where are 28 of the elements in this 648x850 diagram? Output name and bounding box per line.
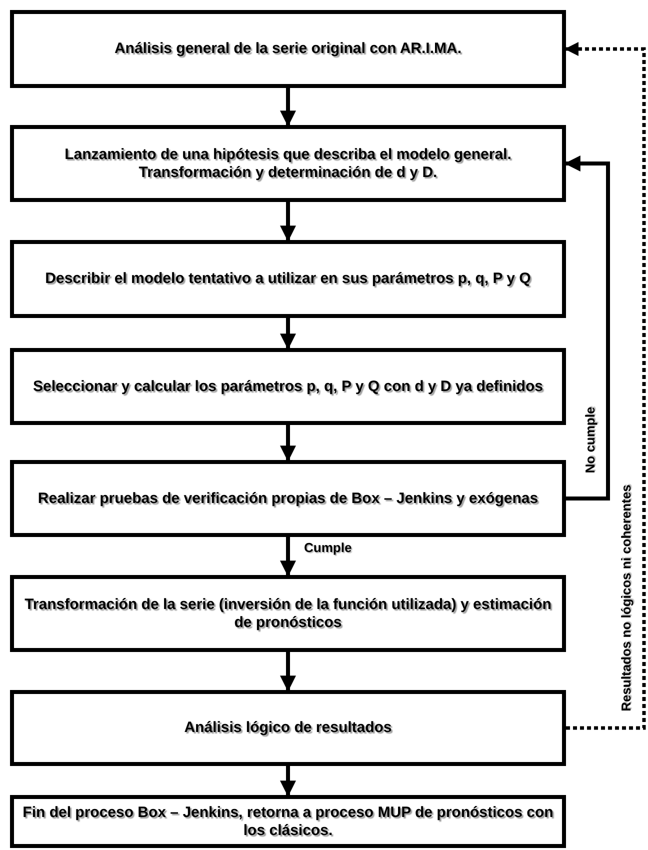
arrow xyxy=(564,156,610,500)
arrow xyxy=(280,537,296,577)
arrow xyxy=(280,88,296,127)
box-text: Análisis general de la serie original con AR.I.MA. xyxy=(114,40,462,58)
arrow xyxy=(280,202,296,242)
process-box xyxy=(10,125,566,202)
box-text: Describir el modelo tentativo a utilizar en sus parámetros p, q, P y Q xyxy=(45,270,531,288)
box-text: Realizar pruebas de verificación propias de Box – Jenkins y exógenas xyxy=(38,490,538,508)
arrow xyxy=(280,652,296,692)
edge-label: No cumple xyxy=(582,404,598,476)
arrow xyxy=(280,318,296,350)
box-text: Seleccionar y calcular los parámetros p, q, P y Q con d y D ya definidos xyxy=(33,378,543,396)
process-box xyxy=(10,795,566,848)
arrow xyxy=(280,425,296,462)
process-box xyxy=(10,690,566,766)
process-box xyxy=(10,460,566,537)
box-text: Fin del proceso Box – Jenkins, retorna a proceso MUP de pronósticos con los clásicos. xyxy=(22,804,554,840)
process-box xyxy=(10,240,566,318)
edge-label: Resultados no lógicos ni coherentes xyxy=(618,482,634,714)
arrow xyxy=(280,766,296,797)
process-box xyxy=(10,348,566,425)
arrow xyxy=(564,42,646,730)
process-box xyxy=(10,10,566,88)
box-text: Transformación de la serie (inversión de la función utilizada) y estimación de pronósticos xyxy=(24,596,552,632)
box-text: Análisis lógico de resultados xyxy=(184,719,392,737)
process-box xyxy=(10,575,566,652)
edge-label: Cumple xyxy=(302,540,354,555)
box-text: Lanzamiento de una hipótesis que describa el modelo general. Transformación y determinación de d y D. xyxy=(64,146,512,182)
